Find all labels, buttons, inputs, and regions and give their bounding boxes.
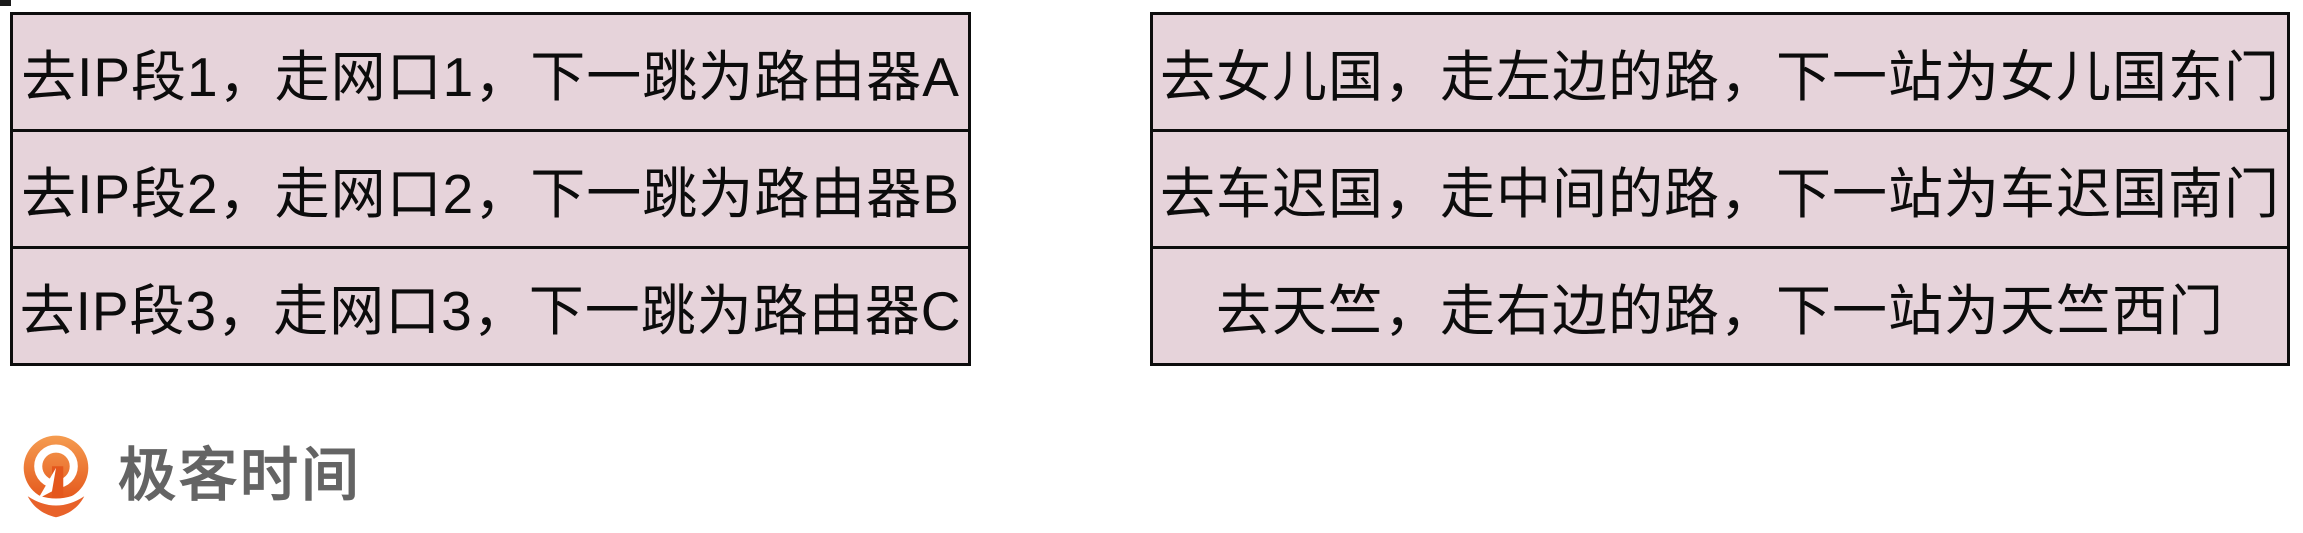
table-row: 去女儿国，走左边的路，下一站为女儿国东门 xyxy=(1153,15,2287,132)
geektime-logo: 极客时间 xyxy=(14,434,362,518)
table-row: 去IP段2，走网口2，下一跳为路由器B xyxy=(13,132,968,249)
table-row: 去车迟国，走中间的路，下一站为车迟国南门 xyxy=(1153,132,2287,249)
geektime-pin-icon xyxy=(20,435,92,518)
screenshot-edge-artifact xyxy=(0,0,11,6)
route-entry-text: 去IP段3，走网口3，下一跳为路由器C xyxy=(19,280,962,342)
route-entry-text: 去IP段1，走网口1，下一跳为路由器A xyxy=(21,46,960,108)
table-row: 去IP段3，走网口3，下一跳为路由器C xyxy=(13,249,968,363)
table-row: 去IP段1，走网口1，下一跳为路由器A xyxy=(13,15,968,132)
journey-analogy-table: 去女儿国，走左边的路，下一站为女儿国东门 去车迟国，走中间的路，下一站为车迟国南… xyxy=(1150,12,2290,366)
ip-routing-table: 去IP段1，走网口1，下一跳为路由器A 去IP段2，走网口2，下一跳为路由器B … xyxy=(10,12,971,366)
route-entry-text: 去女儿国，走左边的路，下一站为女儿国东门 xyxy=(1159,46,2280,108)
route-entry-text: 去IP段2，走网口2，下一跳为路由器B xyxy=(21,163,960,225)
route-entry-text: 去车迟国，走中间的路，下一站为车迟国南门 xyxy=(1159,163,2280,225)
geektime-logo-text: 极客时间 xyxy=(118,443,363,508)
route-entry-text: 去天竺，走右边的路，下一站为天竺西门 xyxy=(1215,280,2224,342)
table-row: 去天竺，走右边的路，下一站为天竺西门 xyxy=(1153,249,2287,363)
